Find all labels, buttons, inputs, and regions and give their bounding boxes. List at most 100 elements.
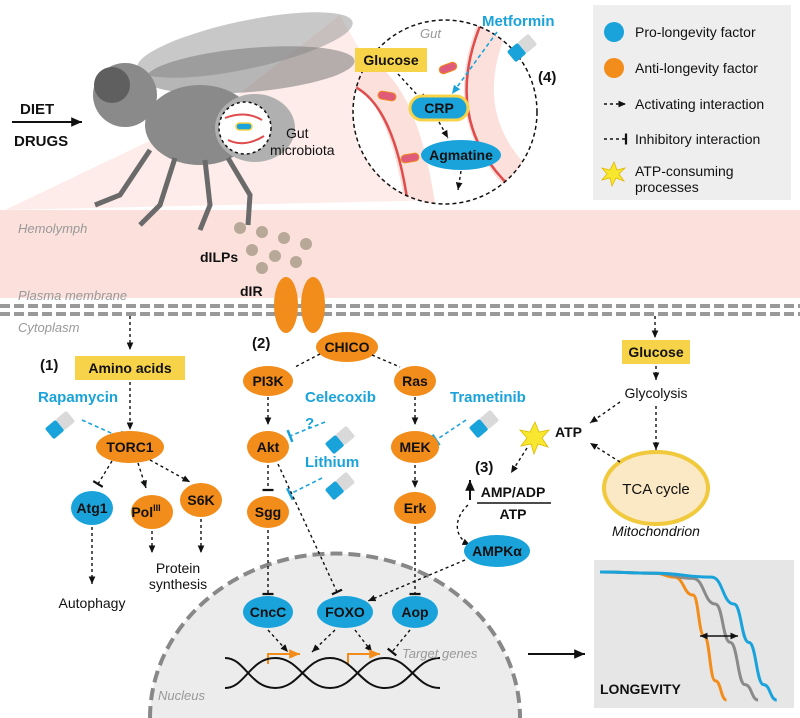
ratio-atp-label: ATP	[500, 506, 527, 522]
rapamycin-label: Rapamycin	[38, 389, 118, 406]
pathway-number-1: (1)	[40, 357, 58, 374]
pill-icon	[45, 411, 75, 439]
gut-label: Gut	[420, 26, 442, 41]
survival-curves	[599, 570, 778, 702]
crp-label: CRP	[424, 100, 454, 116]
lithium-inhibits	[285, 477, 323, 501]
ras-label: Ras	[402, 373, 428, 389]
dilp-particles	[234, 222, 312, 274]
glucose-gut-box	[355, 48, 427, 72]
erk-label: Erk	[404, 500, 427, 516]
crp-microbe	[408, 94, 470, 122]
hemolymph-label: Hemolymph	[18, 221, 87, 236]
uncertain-mark: ?	[305, 415, 314, 432]
agmatine-node	[421, 140, 501, 170]
foxo-label: FOXO	[325, 604, 365, 620]
chico-node	[316, 332, 378, 362]
glucose-cyto: Glucose	[628, 344, 683, 360]
erk-node	[394, 492, 436, 524]
celecoxib-label: Celecoxib	[305, 389, 376, 406]
foxo-to-gene-1	[311, 629, 336, 653]
protein-synthesis-label-2: synthesis	[149, 576, 207, 592]
pathway-number-3: (3)	[475, 459, 493, 476]
diet-label: DIET	[20, 101, 54, 118]
hemolymph-band	[0, 210, 800, 298]
legend-anti-swatch	[604, 58, 624, 78]
gut-microbiota-label-2: microbiota	[270, 142, 335, 158]
tca-cycle-node	[602, 450, 710, 526]
microbe-1	[438, 61, 458, 75]
survival-curve-3	[599, 570, 778, 702]
chico-to-ras	[371, 354, 401, 368]
autophagy-label: Autophagy	[59, 595, 126, 611]
dir-receptor-left	[274, 277, 298, 333]
trametinib-label: Trametinib	[450, 389, 526, 406]
torc1-to-s6k	[149, 459, 191, 483]
glucose-cyto-box	[622, 340, 690, 364]
gut-zoom-border	[352, 19, 538, 205]
target-genes-label: Target genes	[402, 646, 478, 661]
pill-icon	[325, 472, 355, 500]
legend-atp-label-2: processes	[635, 179, 699, 195]
metformin-arrow	[451, 31, 498, 95]
glucose-gut: Glucose	[363, 52, 418, 68]
dir-receptor-right	[301, 277, 325, 333]
sgg-node	[247, 496, 289, 528]
dna-strand-1	[224, 656, 441, 690]
mek-node	[391, 431, 439, 463]
foxo-node	[317, 596, 373, 628]
chico-to-pi3k	[294, 353, 321, 368]
akt-label: Akt	[257, 439, 280, 455]
agmatine-label: Agmatine	[429, 147, 493, 163]
pill-icon	[507, 34, 537, 62]
microbe-small	[235, 122, 253, 131]
pol-node	[131, 495, 173, 529]
pol-label: PolIII	[131, 503, 160, 520]
sgg-label: Sgg	[255, 504, 281, 520]
ampk-node	[464, 535, 530, 567]
dilps-label: dILPs	[200, 249, 238, 265]
drugs-label: DRUGS	[14, 133, 68, 150]
gene-promoter-2	[347, 649, 380, 664]
atp-label: ATP	[555, 424, 582, 440]
legend-pro-swatch	[604, 22, 624, 42]
amino-acids-box	[75, 356, 185, 380]
torc1-inhibits-atg1	[92, 460, 113, 488]
star-to-amp	[510, 447, 528, 474]
foxo-to-gene-2	[354, 629, 373, 653]
chico-label: CHICO	[324, 339, 369, 355]
protein-synthesis-label-1: Protein	[156, 560, 200, 576]
gene-promoter-1	[267, 649, 300, 664]
gut-microbiota-label-1: Gut	[286, 125, 309, 141]
nucleus-envelope	[150, 553, 520, 718]
amino-acids: Amino acids	[88, 360, 171, 376]
longevity-label: LONGEVITY	[600, 681, 682, 697]
tca-cycle-label: TCA cycle	[622, 481, 690, 498]
ratio-to-ampk	[456, 504, 471, 546]
cncc-to-gene	[267, 629, 289, 653]
metformin-label: Metformin	[482, 13, 555, 30]
gut-wall-left-edge	[353, 80, 410, 204]
torc1-node	[96, 431, 164, 463]
cncc-node	[243, 596, 293, 628]
nucleus-border	[148, 551, 522, 718]
atg1-label: Atg1	[76, 500, 107, 516]
dir-label: dIR	[240, 283, 263, 299]
atp-consuming-star-icon	[518, 421, 551, 456]
dna-strand-2	[224, 656, 441, 690]
tca-to-atp	[589, 442, 621, 463]
ampk-label: AMPKα	[472, 543, 522, 559]
legend-inhibitory-label: Inhibitory interaction	[635, 131, 760, 147]
mitochondrion-label: Mitochondrion	[612, 523, 700, 539]
torc1-label: TORC1	[106, 439, 153, 455]
aop-node	[392, 596, 438, 628]
lithium-label: Lithium	[305, 454, 359, 471]
legend-atp-label-1: ATP-consuming	[635, 163, 734, 179]
pill-icon	[325, 426, 355, 454]
aop-label: Aop	[401, 604, 428, 620]
pathway-number-2: (2)	[252, 335, 270, 352]
pill-icon	[469, 410, 499, 438]
s6k-node	[180, 483, 222, 517]
pathway-number-4: (4)	[538, 69, 556, 86]
